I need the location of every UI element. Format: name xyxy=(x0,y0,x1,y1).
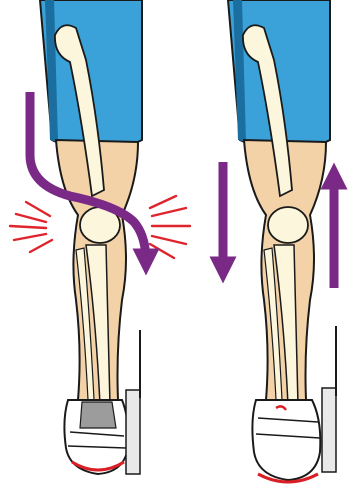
right-shoe xyxy=(252,400,320,480)
right-pedal xyxy=(322,388,336,472)
left-pedal xyxy=(126,390,140,474)
left-leg xyxy=(40,0,142,474)
right-kneecap xyxy=(268,207,308,243)
right-leg xyxy=(228,0,336,482)
left-shoe-heel xyxy=(80,402,116,428)
